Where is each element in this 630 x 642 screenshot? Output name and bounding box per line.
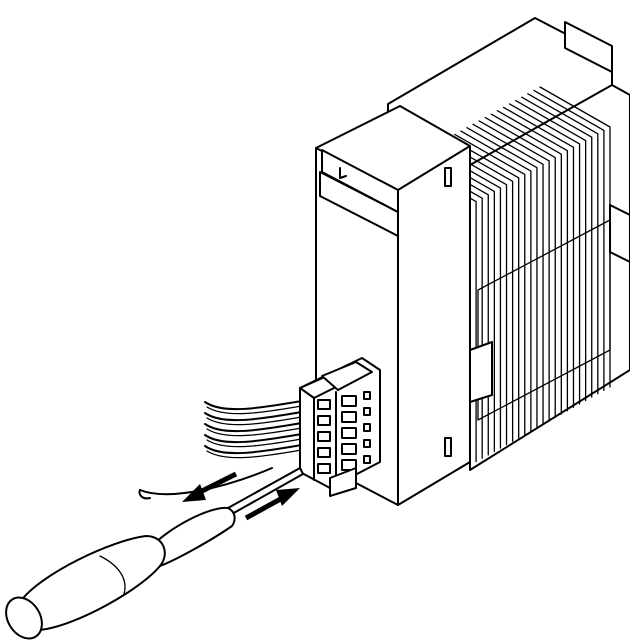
terminal-port: [317, 415, 331, 426]
heatsink-fin: [527, 93, 599, 395]
front-slot-top: [444, 167, 452, 187]
screwdriver: [5, 467, 304, 640]
heatsink-fin: [496, 110, 569, 412]
screwdriver-handle-end: [5, 596, 43, 640]
terminal-marker: [363, 455, 371, 464]
wire: [204, 399, 309, 411]
wire-inner-edge: [206, 404, 309, 415]
arrow-release: [182, 471, 238, 502]
heatsink-fin: [521, 96, 593, 398]
terminal-port: [317, 447, 331, 458]
heatsink-fin: [472, 123, 544, 425]
arrow-insert: [244, 488, 300, 521]
heatsink-fin: [508, 103, 581, 405]
wire-inner-edge: [206, 448, 309, 459]
module-side-bracket: [609, 204, 630, 263]
heatsink-fin: [466, 127, 538, 429]
handle-grip-line: [99, 555, 126, 595]
terminal-port: [317, 431, 331, 442]
heatsink-fin: [533, 89, 605, 392]
led-mark: [339, 167, 347, 179]
terminal-release-button: [341, 411, 357, 423]
terminal-marker: [363, 407, 371, 416]
wire-bundle: [204, 399, 309, 459]
heatsink-fin: [448, 137, 520, 439]
heatsink-fin: [490, 113, 562, 415]
wire-inner-edge: [206, 426, 309, 437]
terminal-port: [317, 463, 331, 474]
terminal-port: [317, 399, 331, 410]
wire: [204, 432, 309, 444]
terminal-marker: [363, 423, 371, 432]
heatsink-fin: [515, 99, 587, 402]
heatsink-fin: [478, 120, 550, 422]
heatsink-fin: [454, 133, 526, 436]
terminal-release-button: [341, 427, 357, 439]
wire: [204, 410, 309, 422]
removed-wire-tip: [138, 489, 151, 500]
heatsink-fin: [460, 130, 532, 432]
wire: [204, 443, 309, 455]
side-tab: [469, 341, 493, 403]
wire: [204, 421, 309, 433]
led-cover-top: [321, 149, 399, 213]
front-slot-bottom: [444, 437, 452, 457]
terminal-marker: [363, 391, 371, 400]
wire-inner-edge: [206, 437, 309, 448]
terminal-block-connector: [299, 357, 381, 497]
connector-terminals: [317, 391, 371, 474]
terminal-release-button: [341, 443, 357, 455]
heatsink-fin: [484, 116, 556, 419]
terminal-marker: [363, 439, 371, 448]
connector-clip: [321, 361, 373, 391]
heatsink-fin: [502, 106, 575, 408]
module-top-latch: [564, 21, 613, 73]
connector-foot: [329, 467, 357, 497]
wire-inner-edge: [206, 415, 309, 426]
terminal-release-button: [341, 395, 357, 407]
